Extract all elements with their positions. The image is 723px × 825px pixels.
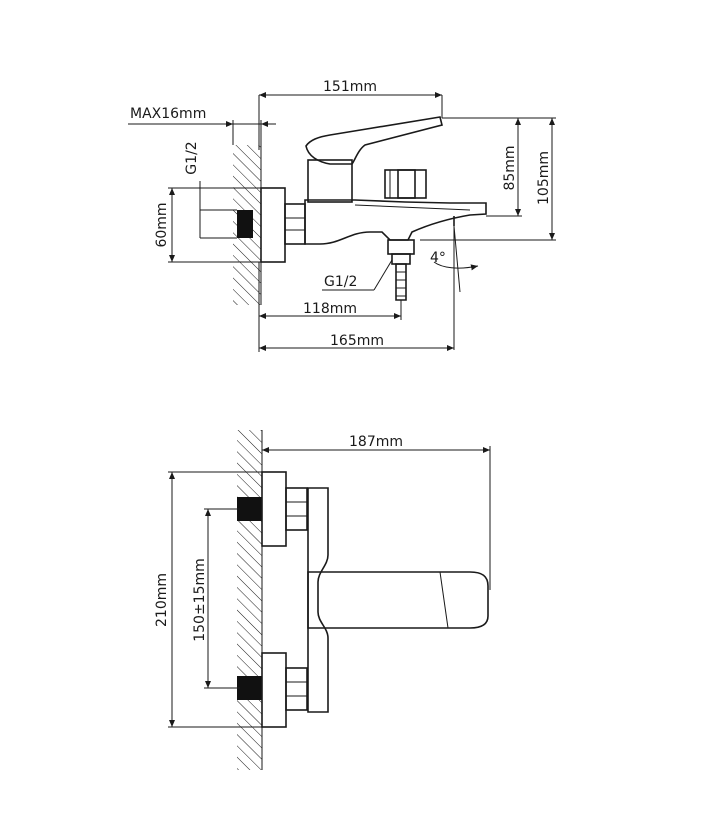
dim-max16-label: MAX16mm [130,106,206,122]
top-wall [237,430,263,770]
top-connector-upper [237,471,308,547]
dim-g12-top-label: G1/2 [184,141,200,174]
dim-150-line [204,508,240,689]
dim-151-line [258,92,443,150]
dim-angle-label: 4° [430,250,446,266]
dim-151-label: 151mm [323,79,377,95]
dim-210-label: 210mm [154,573,170,627]
top-mixer-body [307,487,489,713]
dim-max16-line [128,120,276,145]
side-view: 151mm MAX16mm G1/2 60mm [128,79,556,352]
dim-85-line [442,117,522,217]
dim-angle-line [433,225,479,350]
side-mixer-body [304,116,487,301]
dim-105-line [420,117,556,241]
top-connector-lower [237,652,308,728]
dim-165-label: 165mm [330,333,384,349]
dim-187-line [262,446,491,590]
dim-60-label: 60mm [154,202,170,247]
dim-118-label: 118mm [303,301,357,317]
dim-118-line [258,262,402,352]
dim-187-label: 187mm [349,434,403,450]
top-view: 187mm 210mm 150±15mm [154,430,491,770]
dim-85-label: 85mm [502,145,518,190]
dim-g12-top-line [199,181,237,239]
dim-105-label: 105mm [536,151,552,205]
dim-150-label: 150±15mm [192,558,208,642]
dim-g12-bottom-label: G1/2 [324,274,357,290]
side-wall-connector [237,187,306,263]
dim-g12-bottom-line [322,259,393,291]
dim-210-line [168,471,262,728]
dim-60-line [168,187,261,263]
